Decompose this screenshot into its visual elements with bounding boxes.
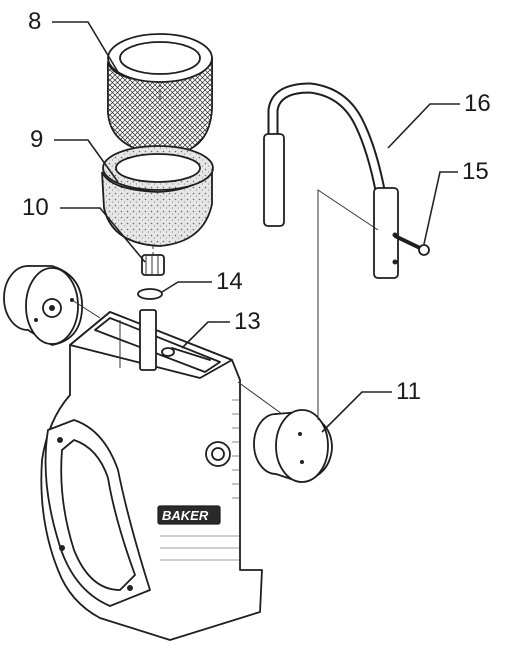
left-end-cap-part bbox=[3, 265, 83, 346]
brand-logo-text: BAKER bbox=[162, 508, 209, 523]
callout-13: 13 bbox=[234, 308, 261, 335]
mesh-filter-part bbox=[107, 33, 213, 156]
callout-9: 9 bbox=[30, 126, 44, 153]
callout-15: 15 bbox=[462, 158, 489, 185]
callout-16: 16 bbox=[464, 90, 491, 117]
right-end-cap-part bbox=[253, 409, 333, 483]
hose-part bbox=[263, 82, 399, 279]
o-ring-part bbox=[137, 288, 163, 300]
housing-body-part: BAKER bbox=[40, 309, 263, 641]
vent-slots bbox=[160, 399, 240, 561]
fitting-part bbox=[141, 254, 165, 276]
callout-10: 10 bbox=[22, 194, 49, 221]
callout-8: 8 bbox=[28, 8, 42, 35]
callout-14: 14 bbox=[216, 268, 243, 295]
screw-part bbox=[394, 234, 430, 256]
callout-11: 11 bbox=[396, 378, 421, 405]
foam-filter-part bbox=[101, 145, 214, 247]
leader-lines bbox=[52, 21, 460, 433]
